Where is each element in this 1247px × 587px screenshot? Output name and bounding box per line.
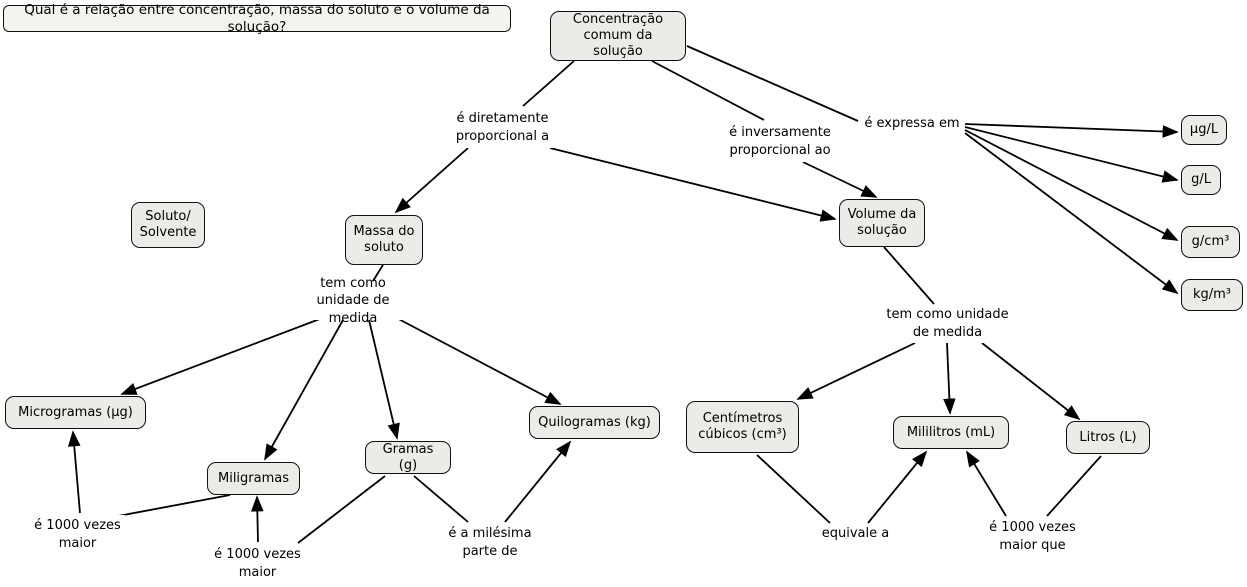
node-unit-kg-m3[interactable]: kg/m³ bbox=[1181, 279, 1243, 311]
link-label-milesima-parte: é a milésima parte de bbox=[440, 523, 540, 563]
node-quilogramas[interactable]: Quilogramas (kg) bbox=[529, 406, 660, 439]
node-microgramas[interactable]: Microgramas (μg) bbox=[5, 396, 146, 429]
link-label-unidade-medida-volume: tem como unidade de medida bbox=[885, 305, 1010, 343]
node-centimetros-cubicos[interactable]: Centímetros cúbicos (cm³) bbox=[686, 401, 799, 453]
node-unit-g-cm3[interactable]: g/cm³ bbox=[1181, 226, 1240, 258]
node-volume-da-solucao[interactable]: Volume da solução bbox=[839, 199, 925, 247]
node-mililitros[interactable]: Mililitros (mL) bbox=[893, 416, 1009, 449]
node-unit-g-l[interactable]: g/L bbox=[1181, 165, 1221, 195]
link-label-unidade-medida-massa: tem como unidade de medida bbox=[298, 276, 408, 326]
node-gramas[interactable]: Gramas (g) bbox=[365, 441, 451, 474]
node-massa-do-soluto[interactable]: Massa do soluto bbox=[345, 215, 423, 265]
node-question[interactable]: Qual é a relação entre concentração, mas… bbox=[3, 2, 511, 35]
link-label-diretamente-proporcional: é diretamente proporcional a bbox=[445, 108, 560, 148]
node-unit-ug-l[interactable]: μg/L bbox=[1181, 115, 1227, 145]
node-soluto-solvente[interactable]: Soluto/ Solvente bbox=[131, 202, 205, 248]
link-label-equivale-a: equivale a bbox=[818, 524, 893, 544]
link-label-1000-vezes-maior-miligramas: é 1000 vezes maior bbox=[210, 544, 305, 584]
link-label-inversamente-proporcional: é inversamente proporcional ao bbox=[720, 122, 840, 162]
node-concentracao-comum[interactable]: Concentração comum da solução bbox=[550, 11, 686, 61]
node-litros[interactable]: Litros (L) bbox=[1066, 421, 1150, 454]
link-label-1000-vezes-maior-microgramas: é 1000 vezes maior bbox=[30, 515, 125, 555]
link-label-expressa-em: é expressa em bbox=[862, 114, 962, 134]
node-miligramas[interactable]: Miligramas bbox=[207, 462, 300, 495]
link-label-1000-vezes-maior-que: é 1000 vezes maior que bbox=[985, 517, 1080, 557]
